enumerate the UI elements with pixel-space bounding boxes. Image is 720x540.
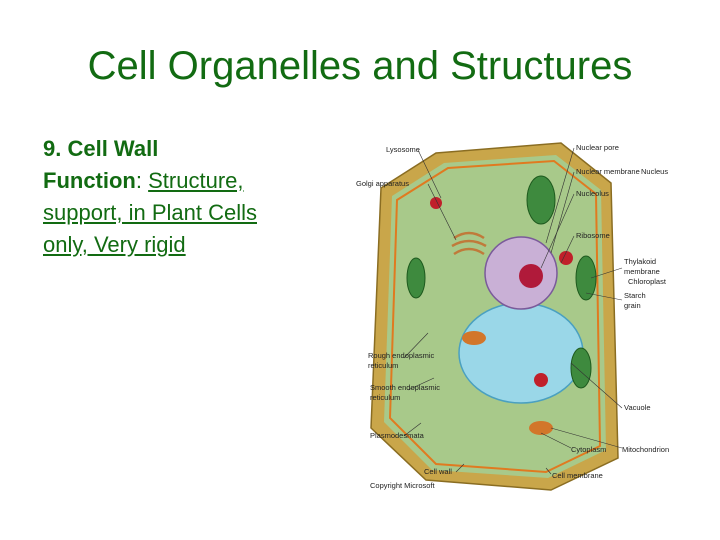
label-cytoplasm: Cytoplasm [571, 445, 606, 454]
function-colon: : [136, 168, 142, 193]
label-plasmodesmata: Plasmodesmata [370, 431, 425, 440]
label-nuclear-pore: Nuclear pore [576, 143, 619, 152]
label-cell-wall: Cell wall [424, 467, 452, 476]
label-starch-1: Starch [624, 291, 646, 300]
chloroplast-1 [527, 176, 555, 224]
mitochondrion-1 [462, 331, 486, 345]
label-starch-2: grain [624, 301, 641, 310]
vesicle-2 [534, 373, 548, 387]
label-smooth-er-1: Smooth endoplasmic [370, 383, 440, 392]
function-text-2: support, in Plant Cells [43, 197, 333, 229]
label-rough-er-1: Rough endoplasmic [368, 351, 435, 360]
lysosome-shape [430, 197, 442, 209]
label-nucleolus: Nucleolus [576, 189, 609, 198]
function-label: Function [43, 168, 136, 193]
label-chloroplast: Chloroplast [628, 277, 667, 286]
label-thylakoid-2: membrane [624, 267, 660, 276]
label-nuclear-membrane: Nuclear membrane [576, 167, 640, 176]
label-copyright: Copyright Microsoft [370, 481, 436, 490]
slide-title: Cell Organelles and Structures [0, 44, 720, 89]
label-nucleus: Nucleus [641, 167, 668, 176]
label-rough-er-2: reticulum [368, 361, 398, 370]
label-ribosome: Ribosome [576, 231, 610, 240]
vacuole-shape [459, 303, 583, 403]
plant-cell-diagram: Lysosome Golgi apparatus Rough endoplasm… [356, 128, 676, 498]
function-text-1: Structure, [148, 168, 243, 193]
content-block: 9. Cell Wall Function: Structure, suppor… [43, 133, 333, 261]
label-smooth-er-2: reticulum [370, 393, 400, 402]
label-golgi: Golgi apparatus [356, 179, 409, 188]
nucleolus-shape [519, 264, 543, 288]
organelle-heading: 9. Cell Wall [43, 133, 333, 165]
function-text-3: only, Very rigid [43, 229, 333, 261]
mitochondrion-2 [529, 421, 553, 435]
chloroplast-4 [407, 258, 425, 298]
label-thylakoid-1: Thylakoid [624, 257, 656, 266]
function-line-1: Function: Structure, [43, 165, 333, 197]
chloroplast-3 [571, 348, 591, 388]
label-lysosome: Lysosome [386, 145, 420, 154]
label-mitochondrion: Mitochondrion [622, 445, 669, 454]
chloroplast-2 [576, 256, 596, 300]
label-cell-membrane: Cell membrane [552, 471, 603, 480]
label-vacuole: Vacuole [624, 403, 651, 412]
